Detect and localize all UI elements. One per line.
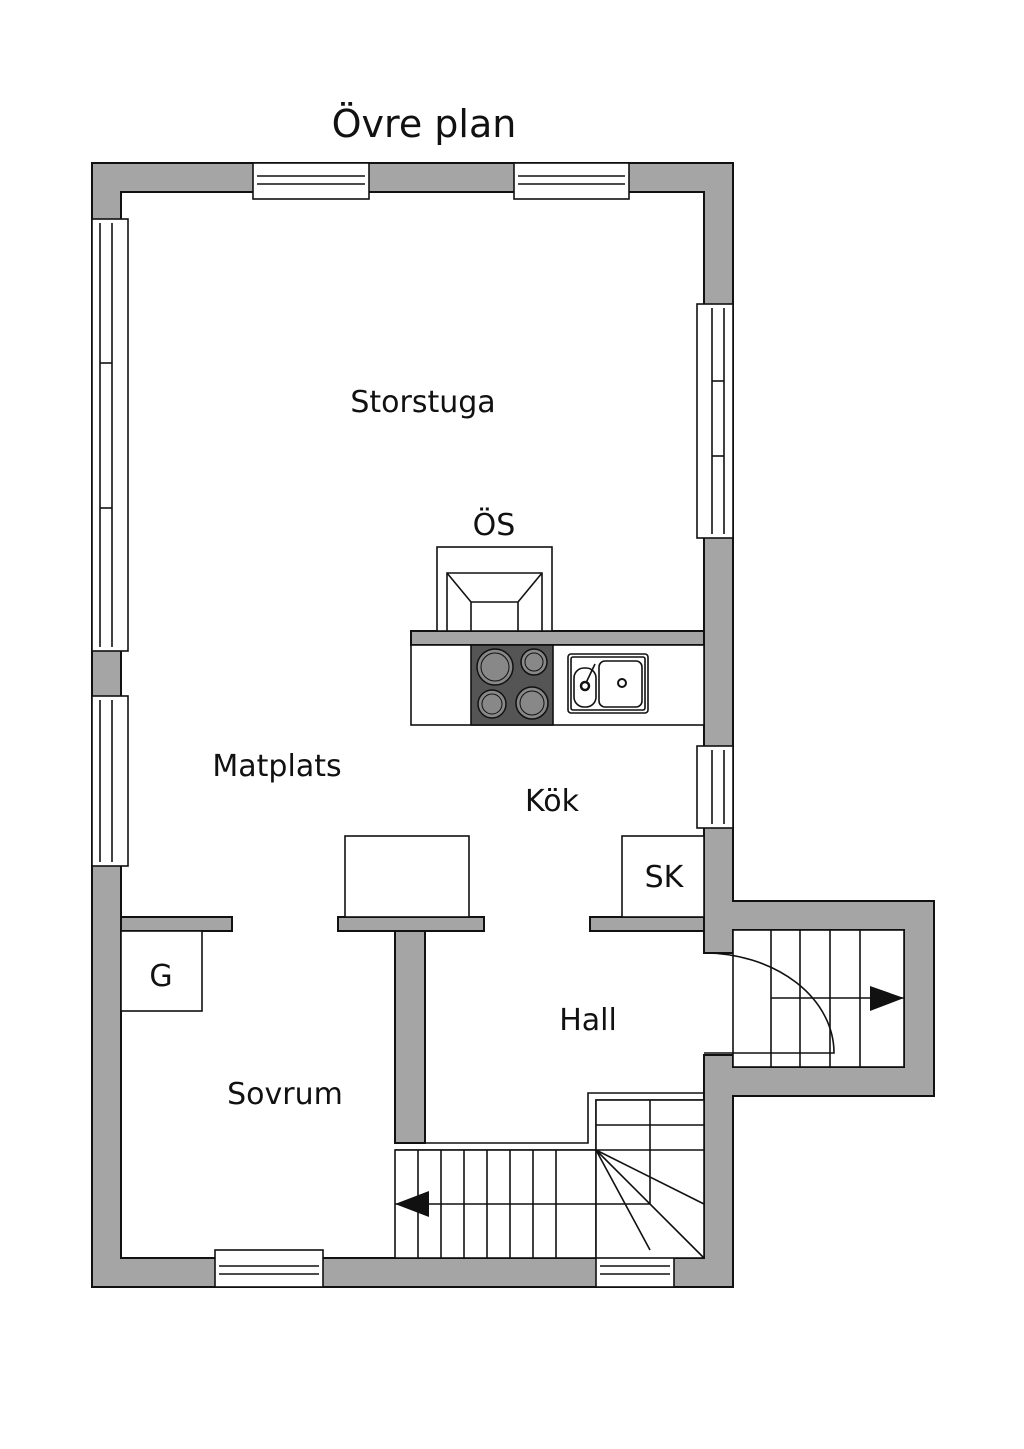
stove-icon xyxy=(470,644,554,726)
room-label-sovrum: Sovrum xyxy=(227,1077,343,1112)
kitchen-island xyxy=(344,835,470,918)
window-right-2 xyxy=(696,745,734,829)
window-top-2 xyxy=(513,162,630,200)
plan-title: Övre plan xyxy=(332,102,517,146)
windows xyxy=(91,162,734,1288)
sink-icon xyxy=(567,653,649,714)
stair-arrow-icon xyxy=(395,1191,429,1217)
oven xyxy=(436,546,553,632)
window-left-2 xyxy=(91,695,129,867)
room-label-oven: ÖS xyxy=(473,507,516,543)
stair-lower xyxy=(394,1099,705,1259)
stair-right xyxy=(703,929,905,1068)
room-labels: Storstuga ÖS Matplats Kök SK G Hall Sovr… xyxy=(149,385,684,1112)
window-top-1 xyxy=(252,162,370,200)
room-label-storstuga: Storstuga xyxy=(350,385,495,420)
room-label-matplats: Matplats xyxy=(212,749,341,784)
closet-sk xyxy=(621,835,705,918)
window-right-1 xyxy=(696,303,734,539)
room-label-kok: Kök xyxy=(525,784,580,819)
room-label-sk: SK xyxy=(645,860,685,895)
wardrobe-g xyxy=(120,930,203,1012)
window-bottom-1 xyxy=(214,1249,324,1288)
kitchen-counter xyxy=(410,644,705,726)
window-left-1 xyxy=(91,218,129,652)
stair-arrow-icon xyxy=(870,986,904,1011)
room-label-hall: Hall xyxy=(559,1003,617,1038)
room-label-g: G xyxy=(149,959,172,994)
